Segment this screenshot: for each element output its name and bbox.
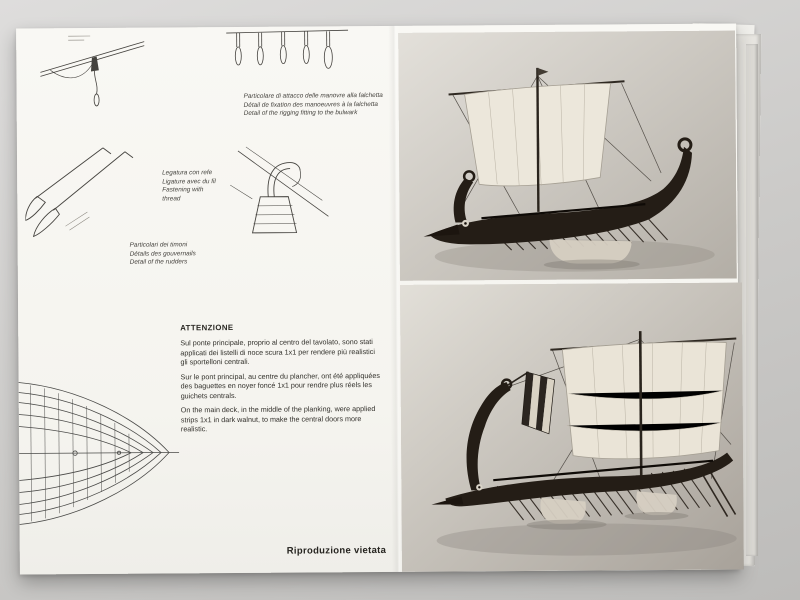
sail-seams	[566, 341, 723, 460]
copyright-stamp: Riproduzione vietata	[286, 544, 387, 557]
model-photo-bottom	[399, 282, 744, 572]
attention-paragraph-en: On the main deck, in the middle of the p…	[180, 404, 376, 434]
fastening-caption-fr: Ligature avec du fil	[162, 177, 216, 186]
ram	[431, 496, 464, 505]
display-stand-front	[540, 497, 586, 524]
prow-volute	[500, 378, 513, 390]
display-stand-rear	[636, 491, 677, 516]
masthead-pennant	[537, 67, 549, 76]
rudders-caption: Particolari dei timoni Détails des gouve…	[130, 241, 240, 268]
striped-flag	[521, 371, 555, 435]
fastening-caption: Legatura con refe Ligature avec du fil F…	[162, 169, 220, 204]
display-stand	[549, 239, 632, 264]
rigging-caption-en: Detail of the rigging fitting to the bul…	[243, 109, 358, 118]
outrigger	[493, 459, 714, 482]
mast-step-drawing	[230, 146, 329, 234]
rudders-drawing	[24, 147, 134, 238]
mast	[536, 67, 540, 212]
paper-stack-edge-2	[746, 44, 758, 556]
hull	[445, 452, 734, 507]
hull	[429, 146, 692, 245]
rigging-toggles-drawing	[226, 29, 349, 69]
galley-bottom-illustration	[399, 282, 744, 572]
fastening-caption-it: Legatura con refe	[162, 169, 213, 177]
ram	[423, 224, 460, 237]
galley-top-illustration	[398, 30, 737, 281]
instruction-sheet: Particolare di attacco delle manovre all…	[16, 23, 744, 575]
attention-paragraph-it: Sul ponte principale, proprio al centro …	[180, 337, 375, 367]
steering-oars	[698, 466, 737, 517]
rudders-caption-en: Detail of the rudders	[129, 258, 188, 267]
stern-volute	[677, 137, 693, 153]
rigging-caption: Particolare di attacco delle manovre all…	[244, 92, 394, 119]
outrigger	[481, 203, 646, 220]
stem-volute	[462, 170, 476, 183]
bow-stem	[453, 178, 474, 223]
prow-stem	[466, 382, 511, 491]
hull-plan-drawing	[18, 382, 180, 525]
rail-fitting-drawing	[40, 35, 145, 107]
attention-title: ATTENZIONE	[180, 323, 234, 333]
attention-paragraph-fr: Sur le pont principal, au centre du plan…	[180, 370, 380, 401]
sail	[561, 341, 727, 460]
mast	[638, 331, 643, 490]
fastening-caption-en: Fastening with thread	[162, 186, 204, 203]
attention-note: ATTENZIONE Sul ponte principale, proprio…	[180, 322, 381, 439]
model-photo-top	[398, 30, 737, 281]
